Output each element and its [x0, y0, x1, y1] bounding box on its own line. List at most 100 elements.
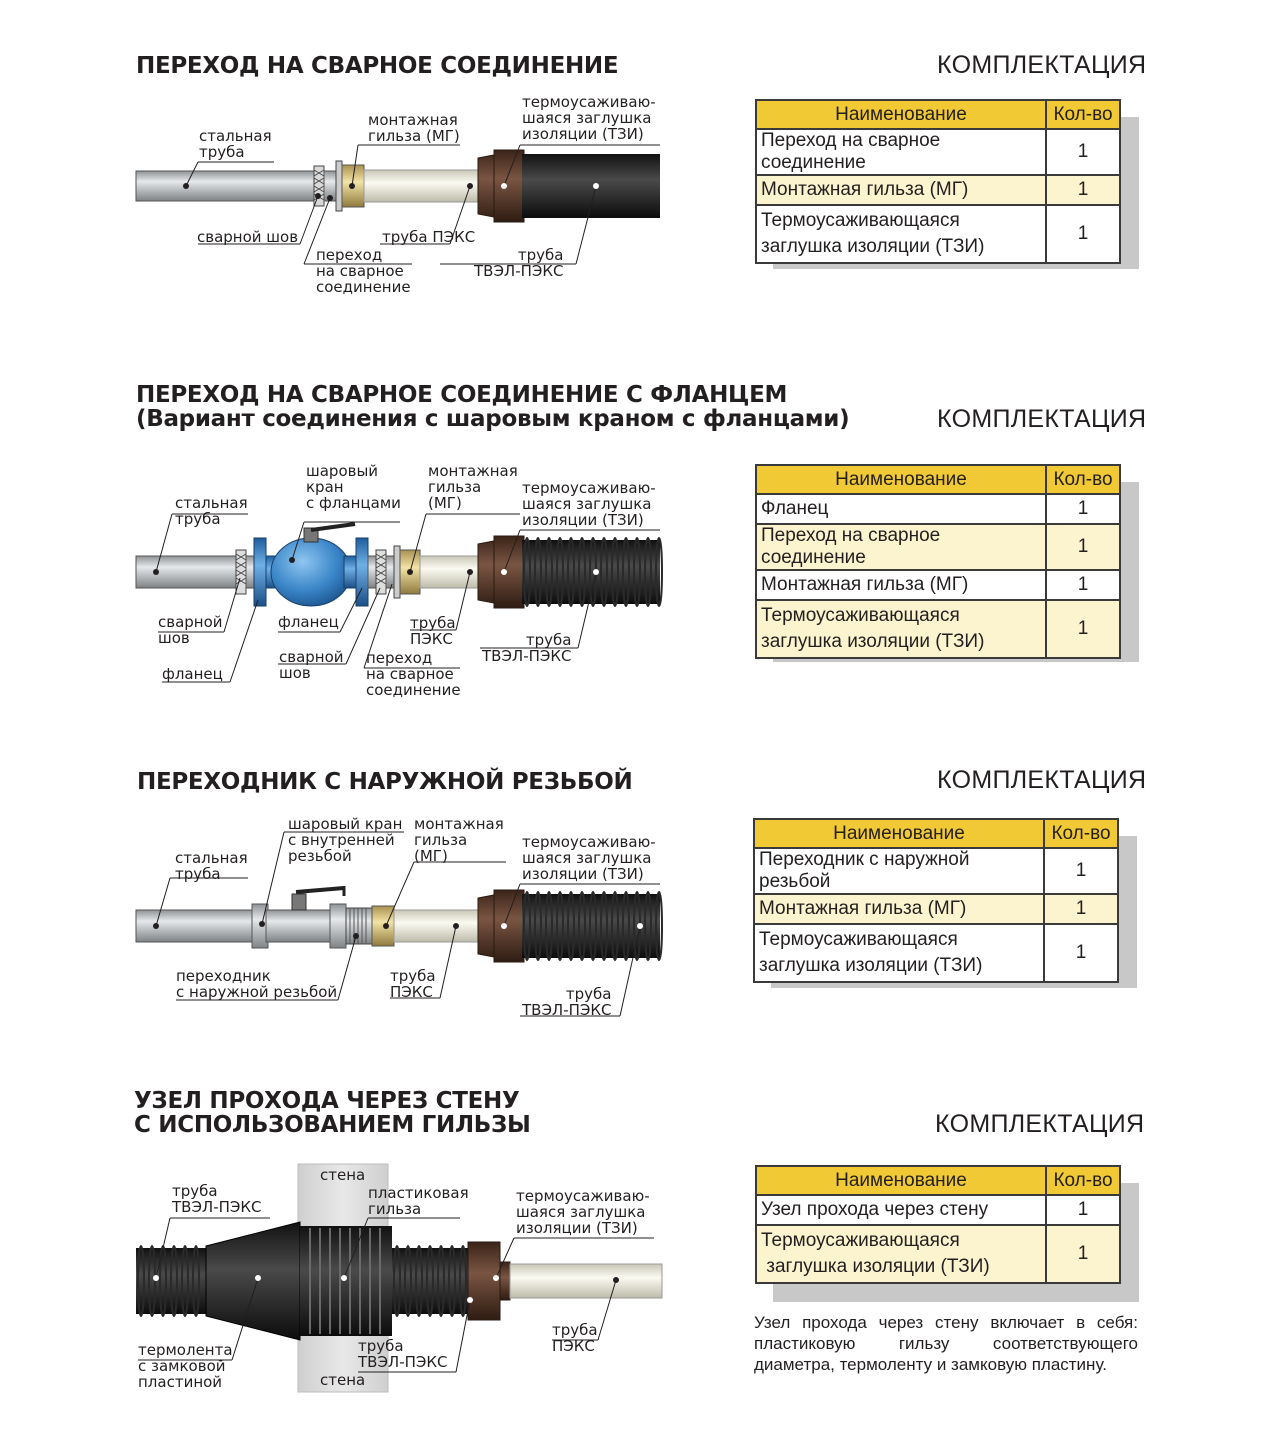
label-plastic-sleeve: пластиковая гильза	[368, 1184, 469, 1218]
leader-dot	[467, 1297, 473, 1303]
leader-dot	[613, 1277, 619, 1283]
tvel-corrugation-rib	[589, 891, 597, 961]
item-qty: 1	[1045, 1194, 1121, 1226]
col-name-header: Наименование	[755, 99, 1047, 130]
label-tzi: термоусаживаю- шаяся заглушка изоляции (…	[516, 1187, 650, 1237]
label-wall-top: стена	[320, 1166, 366, 1184]
valve-handle	[310, 522, 356, 532]
label-steel-pipe: стальная труба	[175, 849, 248, 883]
tvel-corrugation-rib	[192, 1245, 200, 1317]
leader-dot	[383, 923, 389, 929]
valve-handle	[295, 886, 345, 894]
tvel-corrugation-rib	[644, 891, 652, 961]
table-row: Переход на сварное соединение 1	[755, 128, 1121, 176]
tvel-corrugation-rib	[578, 891, 586, 961]
leader-dot	[341, 1275, 347, 1281]
leader-dot	[493, 1275, 499, 1281]
tvel-corrugation-rib	[393, 1245, 401, 1317]
leader-dot	[593, 569, 599, 575]
col-name-header: Наименование	[755, 464, 1047, 495]
diagram-3	[135, 831, 663, 1017]
table-row: Термоусаживающаяся заглушка изоляции (ТЗ…	[753, 923, 1119, 983]
komplekt-heading-1: КОМПЛЕКТАЦИЯ	[937, 51, 1147, 79]
leader-dot	[259, 921, 265, 927]
label-tvel-pipe-bottom: труба ТВЭЛ-ПЭКС	[358, 1337, 448, 1371]
label-tvel-pipe: труба ТВЭЛ-ПЭКС	[522, 985, 612, 1019]
label-tvel-pipe-top: труба ТВЭЛ-ПЭКС	[172, 1182, 262, 1216]
weld-seam-hatch	[235, 553, 247, 585]
tvel-corrugation-rib	[644, 537, 652, 607]
tvel-corrugation-rib	[556, 537, 564, 607]
weld-seam-hatch	[375, 553, 387, 585]
table-row: Переходник с наружной резьбой 1	[753, 847, 1119, 895]
section-2-subtitle: (Вариант соединения с шаровым краном с ф…	[136, 406, 850, 432]
item-qty: 1	[1045, 523, 1121, 571]
item-qty: 1	[1043, 847, 1119, 895]
leader-dot	[501, 569, 507, 575]
tvel-corrugation-rib	[170, 1245, 178, 1317]
item-qty: 1	[1045, 174, 1121, 206]
item-qty: 1	[1045, 569, 1121, 601]
label-weld-seam-left: сварной шов	[158, 613, 223, 647]
item-name: Термоусаживающаяся заглушка изоляции (ТЗ…	[755, 204, 1047, 264]
adapter-thread-lines	[349, 908, 367, 944]
table-row: Термоусаживающаяся заглушка изоляции (ТЗ…	[755, 204, 1121, 264]
table-header-row: Наименование Кол-во	[755, 1165, 1121, 1196]
tzi-cap-body	[493, 149, 525, 223]
pex-pipe	[509, 1263, 663, 1299]
col-qty-header: Кол-во	[1045, 464, 1121, 495]
tvel-corrugation-rib	[545, 891, 553, 961]
table-row: Термоусаживающаяся заглушка изоляции (ТЗ…	[755, 1224, 1121, 1284]
diagram-4	[136, 1163, 663, 1393]
leader-dot	[315, 193, 321, 199]
tzi-cap-body	[493, 889, 525, 963]
leader-dot	[153, 923, 159, 929]
leader-dot	[327, 195, 333, 201]
item-qty: 1	[1043, 923, 1119, 983]
thermotape-cone	[205, 1221, 301, 1341]
leader-lines	[155, 513, 660, 683]
item-qty: 1	[1045, 128, 1121, 176]
table-row: Термоусаживающаяся заглушка изоляции (ТЗ…	[755, 599, 1121, 659]
label-ball-valve: шаровый кран с внутренней резьбой	[288, 815, 403, 865]
item-name: Термоусаживающаяся заглушка изоляции (ТЗ…	[753, 923, 1045, 983]
label-pex-pipe: труба ПЭКС	[410, 614, 456, 648]
tzi-cap	[467, 1241, 501, 1321]
table-row: Монтажная гильза (МГ) 1	[755, 174, 1121, 206]
item-qty: 1	[1043, 893, 1119, 925]
komplekt-table-4: Наименование Кол-во Узел прохода через с…	[755, 1165, 1139, 1302]
leader-dot	[501, 183, 507, 189]
label-flange-left: фланец	[162, 665, 223, 683]
item-name: Переход на сварное соединение	[755, 128, 1047, 176]
komplekt-table-2: Наименование Кол-во Фланец 1 Переход на …	[755, 464, 1139, 662]
tvel-corrugation-rib	[534, 537, 542, 607]
tzi-cap-body	[493, 535, 525, 609]
col-qty-header: Кол-во	[1045, 99, 1121, 130]
label-tvel-pipe: труба ТВЭЛ-ПЭКС	[482, 631, 572, 665]
label-mount-sleeve: монтажная гильза (МГ)	[428, 462, 518, 512]
table-row: Переход на сварное соединение 1	[755, 523, 1121, 571]
section-3-title: ПЕРЕХОДНИК С НАРУЖНОЙ РЕЗЬБОЙ	[137, 769, 633, 795]
label-transition: переход на сварное соединение	[316, 246, 411, 296]
label-thermotape: термолента с замковой пластиной	[138, 1341, 233, 1391]
tvel-corrugation-rib	[534, 891, 542, 961]
section-1-title: ПЕРЕХОД НА СВАРНОЕ СОЕДИНЕНИЕ	[136, 53, 619, 79]
tvel-corrugation-rib	[655, 891, 663, 961]
label-steel-pipe: стальная труба	[199, 127, 272, 161]
label-pex-pipe: труба ПЭКС	[552, 1321, 598, 1355]
leader-dot	[153, 569, 159, 575]
label-weld-seam-mid: сварной шов	[279, 648, 344, 682]
label-mount-sleeve: монтажная гильза (МГ)	[414, 815, 504, 865]
tvel-corrugation-rib	[578, 537, 586, 607]
item-name: Фланец	[755, 493, 1047, 525]
tvel-corrugation-rib	[181, 1245, 189, 1317]
item-qty: 1	[1045, 599, 1121, 659]
label-pex-pipe: труба ПЭКС	[382, 228, 476, 246]
tvel-corrugation-rib	[611, 891, 619, 961]
leader-dot	[593, 183, 599, 189]
table-row: Узел прохода через стену 1	[755, 1194, 1121, 1226]
col-name-header: Наименование	[753, 818, 1045, 849]
table-row: Монтажная гильза (МГ) 1	[753, 893, 1119, 925]
tvel-corrugation-rib	[567, 891, 575, 961]
plastic-sleeve	[300, 1226, 392, 1336]
